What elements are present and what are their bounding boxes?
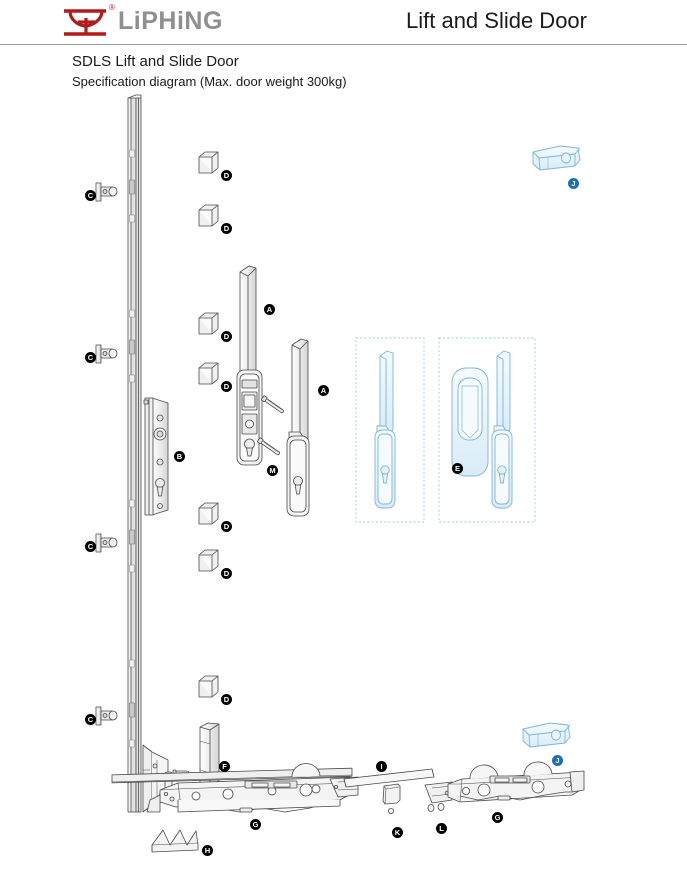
guide-wedge-top	[532, 145, 581, 171]
screw-pair	[427, 803, 445, 813]
face-plate-strike	[199, 722, 220, 786]
part-label-D-1: D	[221, 170, 232, 181]
part-label-I: I	[376, 761, 387, 772]
part-label-B: B	[174, 451, 185, 462]
page-title: Lift and Slide Door	[406, 8, 587, 33]
part-label-C-4: C	[85, 714, 96, 725]
handle-lever-lower	[286, 338, 310, 517]
carriage-roller-assembly-left	[111, 763, 359, 813]
header-divider	[0, 44, 687, 45]
handle-lever-upper	[236, 265, 263, 466]
part-label-J-2: J	[552, 755, 563, 766]
part-label-G-2: G	[492, 812, 503, 823]
mounting-screws	[257, 395, 284, 456]
registered-trademark-mark: ®	[109, 3, 115, 12]
part-label-D-7: D	[221, 694, 232, 705]
part-label-A-1: A	[264, 304, 275, 315]
roller-pin-cap	[382, 783, 401, 815]
part-label-M: M	[267, 465, 278, 476]
part-label-D-2: D	[221, 223, 232, 234]
part-label-D-4: D	[221, 381, 232, 392]
part-label-C-3: C	[85, 541, 96, 552]
part-label-A-2: A	[318, 385, 329, 396]
part-label-J-1: J	[568, 178, 579, 189]
carriage-roller-assembly-right	[424, 761, 585, 804]
vertical-espagnolette-rail	[127, 94, 142, 813]
brand-name: LiPHiNG	[118, 7, 223, 35]
document-subtitle: SDLS Lift and Slide Door	[72, 53, 239, 70]
part-label-F: F	[219, 761, 230, 772]
part-label-D-3: D	[221, 331, 232, 342]
flat-connecting-bar	[343, 768, 435, 788]
part-label-E: E	[452, 463, 463, 474]
part-label-L: L	[436, 823, 447, 834]
gearbox-lock-body	[143, 397, 169, 516]
part-label-G-1: G	[250, 819, 261, 830]
part-label-D-6: D	[221, 568, 232, 579]
spacer-block-group	[198, 151, 219, 698]
part-label-C-2: C	[85, 352, 96, 363]
handle-set-variants	[355, 337, 536, 523]
part-label-D-5: D	[221, 521, 232, 532]
part-label-C-1: C	[85, 190, 96, 201]
page-header: ® LiPHiNG Lift and Slide Door	[0, 0, 687, 46]
document-description: Specification diagram (Max. door weight …	[72, 74, 347, 89]
sawtooth-bracket	[151, 829, 199, 853]
liphing-logo-icon	[62, 6, 110, 38]
guide-wedge-bottom	[522, 722, 571, 748]
part-label-K: K	[392, 827, 403, 838]
part-label-H: H	[202, 845, 213, 856]
keeper-striker-group	[95, 182, 118, 726]
